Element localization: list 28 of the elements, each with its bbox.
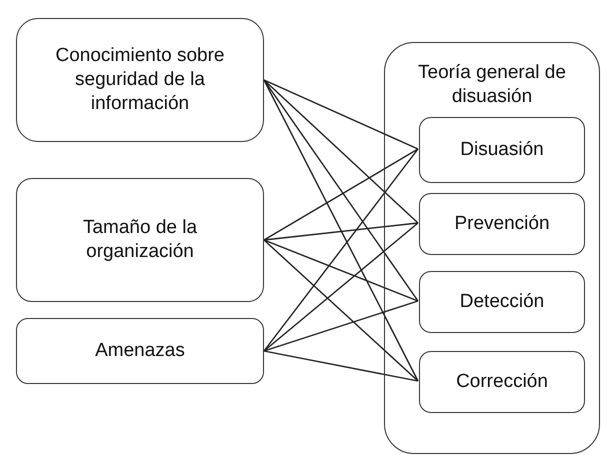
factor-box [419, 193, 585, 255]
group-box [384, 42, 600, 454]
node-text: Disuasión [460, 138, 544, 162]
connector-line [264, 239, 418, 382]
connector-line [264, 350, 418, 382]
connector-line [264, 222, 418, 241]
node-text: Teoría general de disuasión [417, 61, 567, 108]
connector-line [263, 80, 419, 382]
factor-box [16, 18, 264, 142]
connector-line [264, 79, 418, 224]
node-text: Detección [460, 290, 544, 314]
connector-line [263, 148, 419, 352]
connector-line [264, 300, 418, 352]
node-text: Conocimiento sobre seguridad de la información [54, 44, 226, 116]
node-text: Corrección [456, 370, 548, 394]
node-text: Amenazas [95, 339, 185, 363]
factor-box [419, 351, 585, 413]
factor-box [16, 318, 264, 384]
connector-line [263, 80, 419, 302]
connector-line [264, 79, 418, 150]
node-text: Tamaño de la organización [82, 216, 198, 264]
factor-box [16, 178, 264, 302]
connector-line [264, 222, 418, 352]
factor-box [419, 271, 585, 333]
connector-line [264, 239, 418, 302]
factor-box [419, 117, 585, 183]
connector-line [264, 148, 418, 241]
node-text: Prevención [454, 212, 550, 236]
